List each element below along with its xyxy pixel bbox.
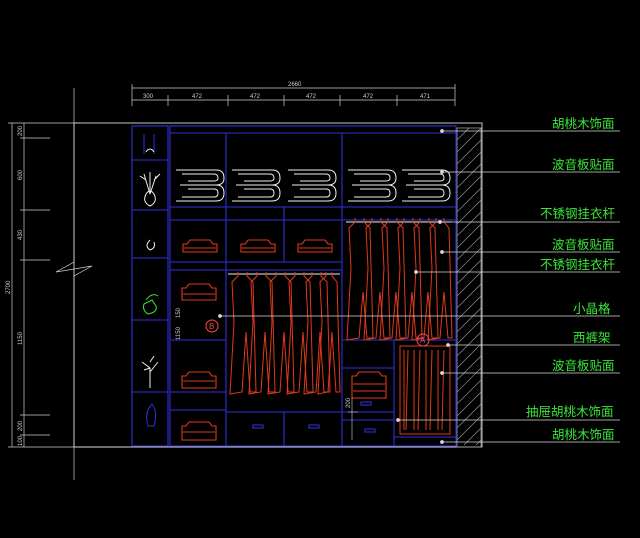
top-segment-2: 472 <box>192 94 203 100</box>
callout-trouser-rack: 西裤架 <box>573 330 611 345</box>
marker-a: A <box>416 333 430 347</box>
callout-steel-rod-1: 不锈钢挂衣杆 <box>540 206 616 221</box>
callout-boeing-board-3: 波音板贴面 <box>552 358 615 373</box>
decor-items <box>139 134 161 427</box>
callout-drawer-walnut: 抽屉胡桃木饰面 <box>526 404 614 419</box>
hanging-garments <box>229 218 453 435</box>
inner-dim-200: 200 <box>346 397 352 408</box>
left-segment-5: 200 <box>18 420 24 431</box>
callout-boeing-board-2: 波音板贴面 <box>552 237 615 252</box>
top-segment-6: 471 <box>420 94 431 100</box>
left-segment-1: 200 <box>18 125 24 136</box>
left-segment-2: 600 <box>18 169 24 180</box>
top-segment-4: 472 <box>306 94 317 100</box>
inner-dim-1150: 1150 <box>176 326 182 340</box>
left-segment-4: 1150 <box>18 331 24 345</box>
svg-text:B: B <box>209 322 214 331</box>
callout-labels: 胡桃木饰面 波音板贴面 不锈钢挂衣杆 波音板贴面 不锈钢挂衣杆 小晶格 西裤架 … <box>526 116 616 442</box>
overall-height-label: 2700 <box>6 280 12 294</box>
upper-door-panels <box>176 169 451 202</box>
top-segment-1: 300 <box>143 94 154 100</box>
inner-dim-150: 150 <box>176 307 182 318</box>
callout-walnut-veneer-top: 胡桃木饰面 <box>552 116 615 131</box>
top-segment-3: 472 <box>250 94 261 100</box>
leader-lines <box>218 129 620 444</box>
callout-small-grid: 小晶格 <box>573 301 611 316</box>
overall-width-label: 2660 <box>288 82 302 88</box>
hatched-side-wall <box>456 127 482 448</box>
top-dimension-chain <box>131 84 456 106</box>
left-segment-6: 100 <box>18 435 24 446</box>
outer-frame <box>73 122 483 448</box>
callout-boeing-board-1: 波音板贴面 <box>552 157 615 172</box>
folded-clothes <box>181 239 387 441</box>
callout-walnut-veneer-bottom: 胡桃木饰面 <box>552 427 615 442</box>
marker-b: B <box>205 319 219 333</box>
svg-text:A: A <box>420 336 426 345</box>
callout-steel-rod-2: 不锈钢挂衣杆 <box>540 257 616 272</box>
inner-dim-lines <box>348 398 358 440</box>
left-segment-3: 430 <box>18 229 24 240</box>
top-segment-5: 472 <box>363 94 374 100</box>
